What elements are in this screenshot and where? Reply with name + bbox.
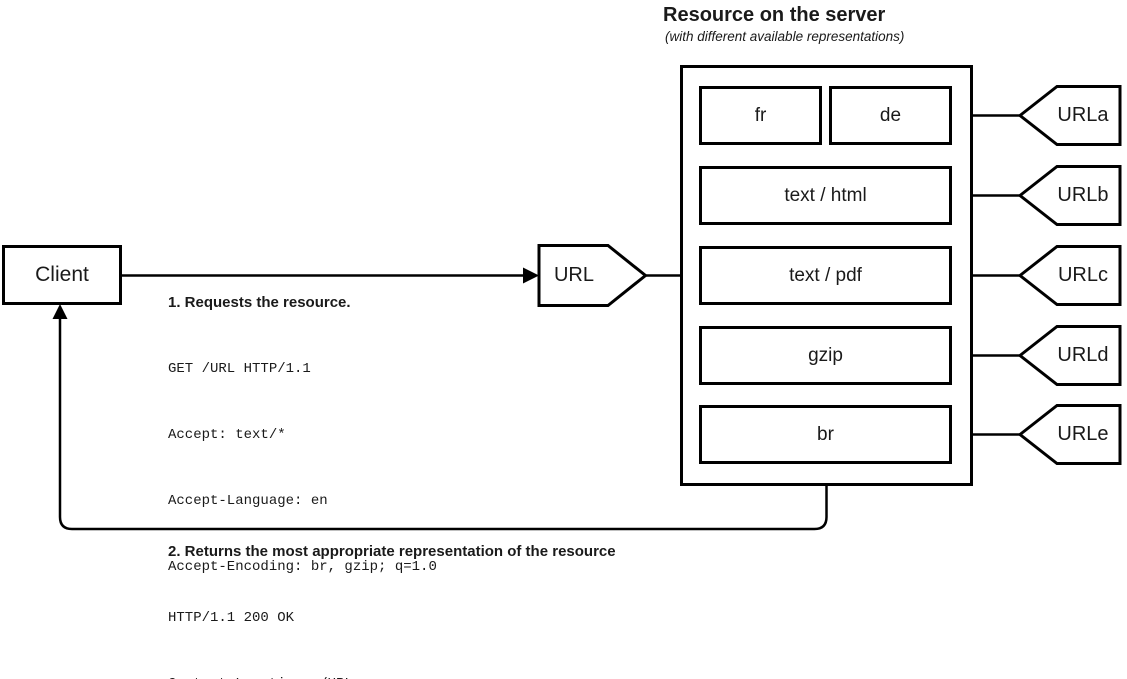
diagram-title: Resource on the server <box>663 4 886 26</box>
request-line: GET /URL HTTP/1.1 <box>168 361 311 377</box>
representation-label: de <box>879 104 902 126</box>
url-node-shape <box>537 244 648 307</box>
client-label: Client <box>35 263 89 286</box>
diagram-subtitle: (with different available representation… <box>665 29 905 44</box>
representation-box-text-pdf: text / pdf <box>699 246 952 305</box>
representation-label: br <box>817 423 834 445</box>
response-line: Content-Location: /URLe <box>168 673 361 679</box>
response-return-line <box>58 308 828 531</box>
representation-box-gzip: gzip <box>699 326 952 385</box>
url-tag-shape-e <box>1017 404 1122 465</box>
representation-label: fr <box>754 104 767 126</box>
representation-box-text-html: text / html <box>699 166 952 225</box>
response-step-heading: 2. Returns the most appropriate represen… <box>168 543 616 560</box>
response-line: HTTP/1.1 200 OK <box>168 610 295 626</box>
representation-label: gzip <box>808 344 843 366</box>
request-arrowhead-icon <box>523 267 539 284</box>
url-tag-shape-b <box>1017 165 1122 226</box>
url-tag-shape-d <box>1017 325 1122 386</box>
request-step-heading: 1. Requests the resource. <box>168 294 351 311</box>
representation-box-de: de <box>829 86 952 145</box>
representation-label: text / pdf <box>789 264 862 286</box>
response-arrowhead-icon <box>52 304 68 319</box>
client-node: Client <box>2 245 122 305</box>
representation-box-br: br <box>699 405 952 464</box>
request-line: Accept-Language: en <box>168 493 328 509</box>
url-tag-shape-a <box>1017 85 1122 146</box>
request-line: Accept: text/* <box>168 427 286 443</box>
url-tag-shape-c <box>1017 245 1122 306</box>
representation-label: text / html <box>784 184 867 206</box>
request-code-block: GET /URL HTTP/1.1 Accept: text/* Accept-… <box>168 314 437 622</box>
response-code-block: HTTP/1.1 200 OK Content-Location: /URLe … <box>168 563 361 679</box>
request-line: Accept-Encoding: br, gzip; q=1.0 <box>168 559 437 575</box>
representation-box-fr: fr <box>699 86 822 145</box>
